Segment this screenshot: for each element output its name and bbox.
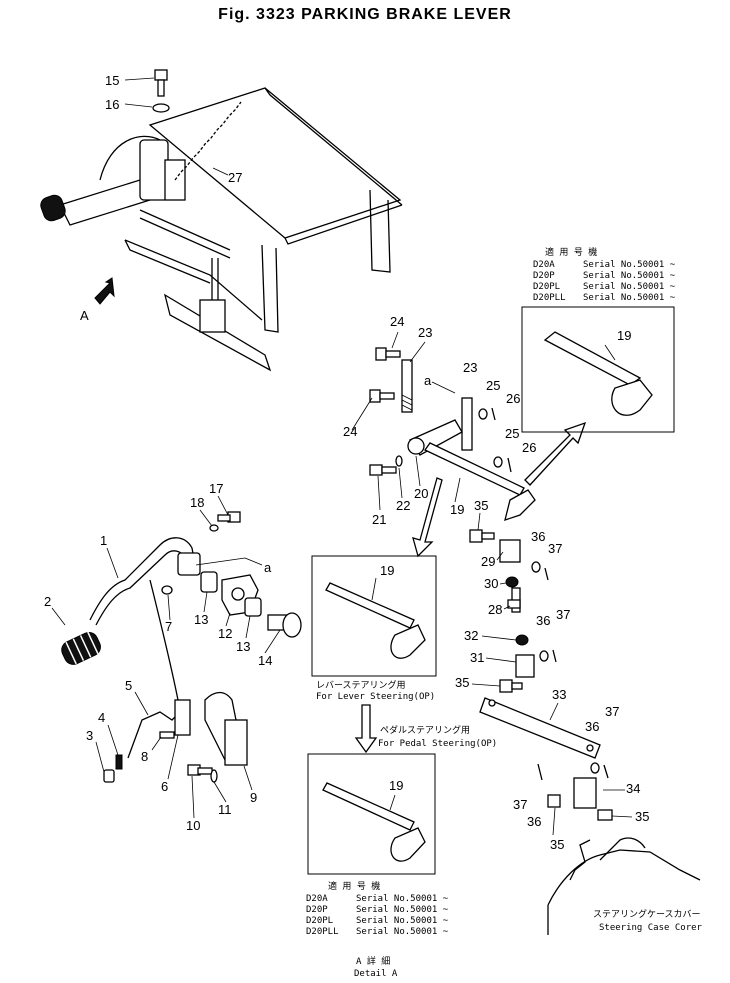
part-label-18: 18 [190, 495, 204, 510]
serial-top-model-2: D20PL [533, 282, 560, 292]
part-label-23-right: 23 [463, 360, 477, 375]
part-label-15: 15 [105, 73, 119, 88]
part-label-25-lower: 25 [505, 426, 519, 441]
pedal-caption-en: For Pedal Steering(OP) [378, 739, 497, 749]
part-label-24-lower: 24 [343, 424, 357, 439]
serial-top-serial-3: Serial No.50001 ~ [583, 293, 676, 303]
part-label-31: 31 [470, 650, 484, 665]
part-label-10: 10 [186, 818, 200, 833]
serial-bottom-serial-3: Serial No.50001 ~ [356, 927, 449, 937]
part-label-13-left: 13 [194, 612, 208, 627]
serial-top-model-0: D20A [533, 260, 555, 270]
right-linkage [469, 529, 701, 935]
part-label-19-pedal: 19 [389, 778, 403, 793]
part-label-2: 2 [44, 594, 51, 609]
part-label-19-lever: 19 [380, 563, 394, 578]
detail-caption-en: Detail A [354, 969, 398, 979]
part-label-11: 11 [218, 802, 232, 817]
part-label-1: 1 [100, 533, 107, 548]
serial-bottom-model-3: D20PLL [306, 927, 339, 937]
part-label-8: 8 [141, 749, 148, 764]
part-label-22: 22 [396, 498, 410, 513]
part-label-36-c: 36 [585, 719, 599, 734]
case-caption-en: Steering Case Corer [599, 923, 703, 933]
part-label-21: 21 [372, 512, 386, 527]
part-label-27: 27 [228, 170, 242, 185]
part-label-7: 7 [165, 619, 172, 634]
part-label-17: 17 [209, 481, 223, 496]
part-label-36-b: 36 [536, 613, 550, 628]
part-label-34: 34 [626, 781, 640, 796]
lever-assembly: a [61, 511, 302, 783]
part-label-30: 30 [484, 576, 498, 591]
machine-overview: A [40, 69, 403, 372]
part-label-37-d: 37 [513, 797, 527, 812]
part-label-5: 5 [125, 678, 132, 693]
hatched-arrows [354, 421, 587, 754]
serial-bottom-heading: 適 用 号 機 [328, 880, 380, 892]
lever-steering-box: レバーステアリング用 For Lever Steering(OP) [311, 555, 437, 702]
part-label-26-upper: 26 [506, 391, 520, 406]
part-label-35-lower: 35 [550, 837, 564, 852]
middle-linkage: a [369, 347, 536, 521]
part-label-24-upper: 24 [390, 314, 404, 329]
part-label-37-b: 37 [556, 607, 570, 622]
connector-a-left: a [264, 560, 272, 575]
part-label-9: 9 [250, 790, 257, 805]
part-label-35-upper: 35 [474, 498, 488, 513]
serial-top-serial-2: Serial No.50001 ~ [583, 282, 676, 292]
serial-bottom-serial-0: Serial No.50001 ~ [356, 894, 449, 904]
part-label-29: 29 [481, 554, 495, 569]
part-label-28: 28 [488, 602, 502, 617]
part-label-16: 16 [105, 97, 119, 112]
part-label-3: 3 [86, 728, 93, 743]
part-label-37-c: 37 [605, 704, 619, 719]
serial-bottom-serial-1: Serial No.50001 ~ [356, 905, 449, 915]
part-label-32: 32 [464, 628, 478, 643]
serial-top-heading: 適 用 号 機 [545, 246, 597, 258]
part-label-35-right: 35 [635, 809, 649, 824]
part-label-36-a: 36 [531, 529, 545, 544]
connector-a-right: a [424, 373, 432, 388]
serial-top-serial-0: Serial No.50001 ~ [583, 260, 676, 270]
part-label-12: 12 [218, 626, 232, 641]
detail-pointer-label: A [80, 308, 89, 323]
part-label-20: 20 [414, 486, 428, 501]
part-label-36-d: 36 [527, 814, 541, 829]
lever-caption-en: For Lever Steering(OP) [316, 692, 435, 702]
serial-top-serial-1: Serial No.50001 ~ [583, 271, 676, 281]
part-label-6: 6 [161, 779, 168, 794]
part-label-13-right: 13 [236, 639, 250, 654]
serial-box-top: 適 用 号 機 D20A Serial No.50001 ~ D20P Seri… [521, 246, 676, 433]
part-label-25-upper: 25 [486, 378, 500, 393]
part-label-19-middle: 19 [450, 502, 464, 517]
part-label-37-a: 37 [548, 541, 562, 556]
serial-top-model-1: D20P [533, 271, 555, 281]
serial-bottom-serial-2: Serial No.50001 ~ [356, 916, 449, 926]
part-label-26-lower: 26 [522, 440, 536, 455]
detail-caption-jp: A 詳 細 [356, 955, 390, 967]
pedal-caption-jp: ペダルステアリング用 [380, 724, 470, 736]
figure-title: Fig. 3323 PARKING BRAKE LEVER [218, 6, 512, 23]
part-label-14: 14 [258, 653, 272, 668]
serial-bottom-model-0: D20A [306, 894, 328, 904]
serial-bottom-model-1: D20P [306, 905, 328, 915]
case-caption-jp: ステアリングケースカバー [593, 908, 701, 920]
part-label-35-middle: 35 [455, 675, 469, 690]
pedal-steering-box: ペダルステアリング用 For Pedal Steering(OP) 適 用 号 … [306, 724, 497, 937]
serial-top-model-3: D20PLL [533, 293, 566, 303]
serial-bottom-model-2: D20PL [306, 916, 333, 926]
part-label-23-left: 23 [418, 325, 432, 340]
lever-caption-jp: レバーステアリング用 [316, 679, 406, 691]
part-label-4: 4 [98, 710, 105, 725]
part-label-19-top: 19 [617, 328, 631, 343]
part-label-33: 33 [552, 687, 566, 702]
